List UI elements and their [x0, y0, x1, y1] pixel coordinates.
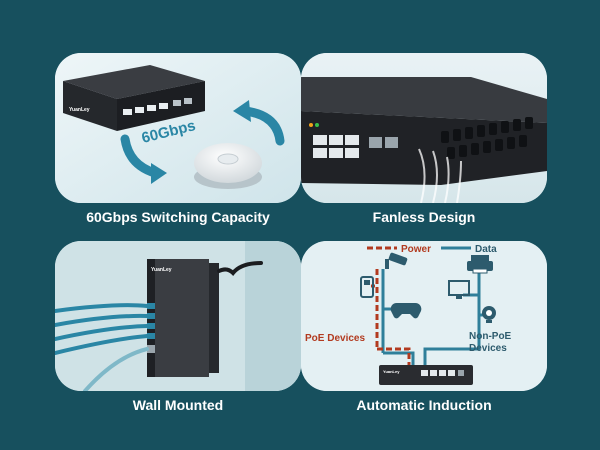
non-poe-devices-label-line2: Devices — [469, 343, 507, 354]
printer-icon — [467, 255, 493, 274]
non-poe-devices-label-line1: Non-PoE — [469, 331, 512, 342]
legend: Power Data — [367, 244, 497, 255]
panel-wall-mounted: YuanLey — [55, 241, 301, 391]
network-switch-icon: YuanLey — [63, 65, 205, 131]
caption-switching-capacity: 60Gbps Switching Capacity — [86, 209, 270, 225]
legend-data-label: Data — [475, 244, 497, 255]
game-controller-icon — [390, 302, 422, 319]
panel-switching-capacity: YuanLey 60Gbps — [55, 53, 301, 203]
ethernet-cables-icon — [55, 303, 149, 391]
poe-devices-label: PoE Devices — [305, 333, 365, 344]
poe-switch-icon: YuanLey — [379, 365, 473, 385]
wall-mounted-illustration: YuanLey — [55, 241, 301, 391]
svg-text:YuanLey: YuanLey — [69, 107, 90, 113]
airflow-icon — [418, 148, 462, 203]
power-cable-icon — [217, 261, 263, 276]
caption-automatic-induction: Automatic Induction — [356, 397, 492, 413]
caption-wall-mounted: Wall Mounted — [132, 397, 224, 413]
access-point-icon — [194, 143, 262, 189]
switching-capacity-illustration: YuanLey 60Gbps — [55, 53, 301, 203]
arrow-down-icon — [120, 134, 167, 184]
legend-power-label: Power — [401, 244, 431, 255]
wall-switch-icon: YuanLey — [147, 259, 219, 377]
webcam-icon — [482, 306, 496, 323]
svg-text:YuanLey: YuanLey — [151, 267, 172, 273]
connection-lines — [371, 269, 487, 365]
arrow-up-icon — [233, 100, 285, 146]
switch-closeup-icon — [301, 77, 547, 185]
panel-automatic-induction: Power Data — [301, 241, 547, 391]
induction-diagram: Power Data — [301, 241, 547, 391]
phone-icon — [360, 276, 374, 298]
vent-grille-icon — [441, 117, 533, 159]
camera-icon — [385, 252, 408, 269]
monitor-icon — [448, 280, 470, 299]
panel-fanless-design — [301, 53, 547, 203]
svg-text:YuanLey: YuanLey — [383, 369, 400, 374]
fanless-illustration — [301, 53, 547, 203]
caption-fanless-design: Fanless Design — [372, 209, 476, 225]
